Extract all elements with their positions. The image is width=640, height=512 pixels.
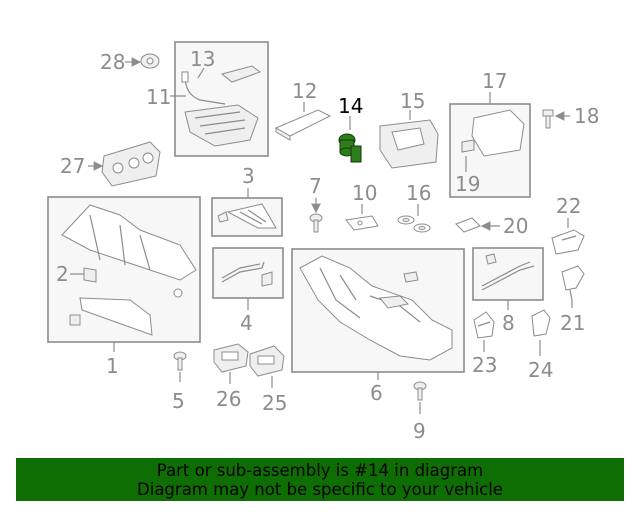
part-4: [221, 261, 273, 287]
callout-13: 13: [190, 47, 215, 71]
callout-28: 28: [100, 50, 125, 74]
callout-6: 6: [370, 381, 383, 405]
info-banner: Part or sub-assembly is #14 in diagram D…: [16, 458, 624, 501]
part-22: [551, 229, 585, 255]
callout-12: 12: [292, 79, 317, 103]
callout-26: 26: [216, 387, 241, 411]
callout-25: 25: [262, 391, 287, 415]
callout-10: 10: [352, 181, 377, 205]
box-8: [472, 247, 544, 301]
part-20: [455, 217, 481, 233]
part-28: [140, 53, 160, 69]
part-23: [473, 311, 495, 339]
callout-27: 27: [60, 154, 85, 178]
part-25: [249, 345, 285, 377]
banner-line-2: Diagram may not be specific to your vehi…: [137, 480, 503, 499]
callout-11: 11: [146, 85, 171, 109]
part-26: [213, 343, 249, 373]
callout-22: 22: [556, 194, 581, 218]
part-8: [481, 253, 535, 291]
banner-line-1: Part or sub-assembly is #14 in diagram: [156, 461, 484, 480]
callout-5: 5: [172, 389, 185, 413]
part-27: [101, 141, 161, 187]
callout-19: 19: [455, 172, 480, 196]
part-24: [531, 309, 551, 337]
part-7: [309, 213, 323, 233]
part-21: [561, 265, 585, 301]
callout-1: 1: [106, 354, 119, 378]
part-9: [413, 381, 427, 401]
part-18: [542, 109, 554, 129]
part-10: [345, 215, 379, 231]
part-6-console-body: [299, 255, 453, 361]
callout-15: 15: [400, 89, 425, 113]
callout-17: 17: [482, 69, 507, 93]
part-14-highlighted: [338, 133, 362, 163]
callout-9: 9: [413, 419, 426, 443]
callout-20: 20: [503, 214, 528, 238]
callout-2: 2: [56, 262, 69, 286]
callout-24: 24: [528, 358, 553, 382]
part-2: [83, 267, 97, 283]
part-3: [217, 203, 277, 229]
part-1-console: [61, 204, 197, 336]
part-17: [461, 109, 525, 157]
callout-7: 7: [309, 174, 322, 198]
part-12: [274, 109, 332, 141]
callout-14: 14: [338, 94, 363, 118]
callout-3: 3: [242, 164, 255, 188]
callout-21: 21: [560, 311, 585, 335]
part-5: [173, 351, 187, 371]
part-16: [397, 215, 431, 233]
part-11-panel: [181, 65, 262, 147]
callout-23: 23: [472, 353, 497, 377]
callout-8: 8: [502, 311, 515, 335]
part-15: [379, 119, 439, 169]
callout-18: 18: [574, 104, 599, 128]
callout-16: 16: [406, 181, 431, 205]
callout-4: 4: [240, 311, 253, 335]
